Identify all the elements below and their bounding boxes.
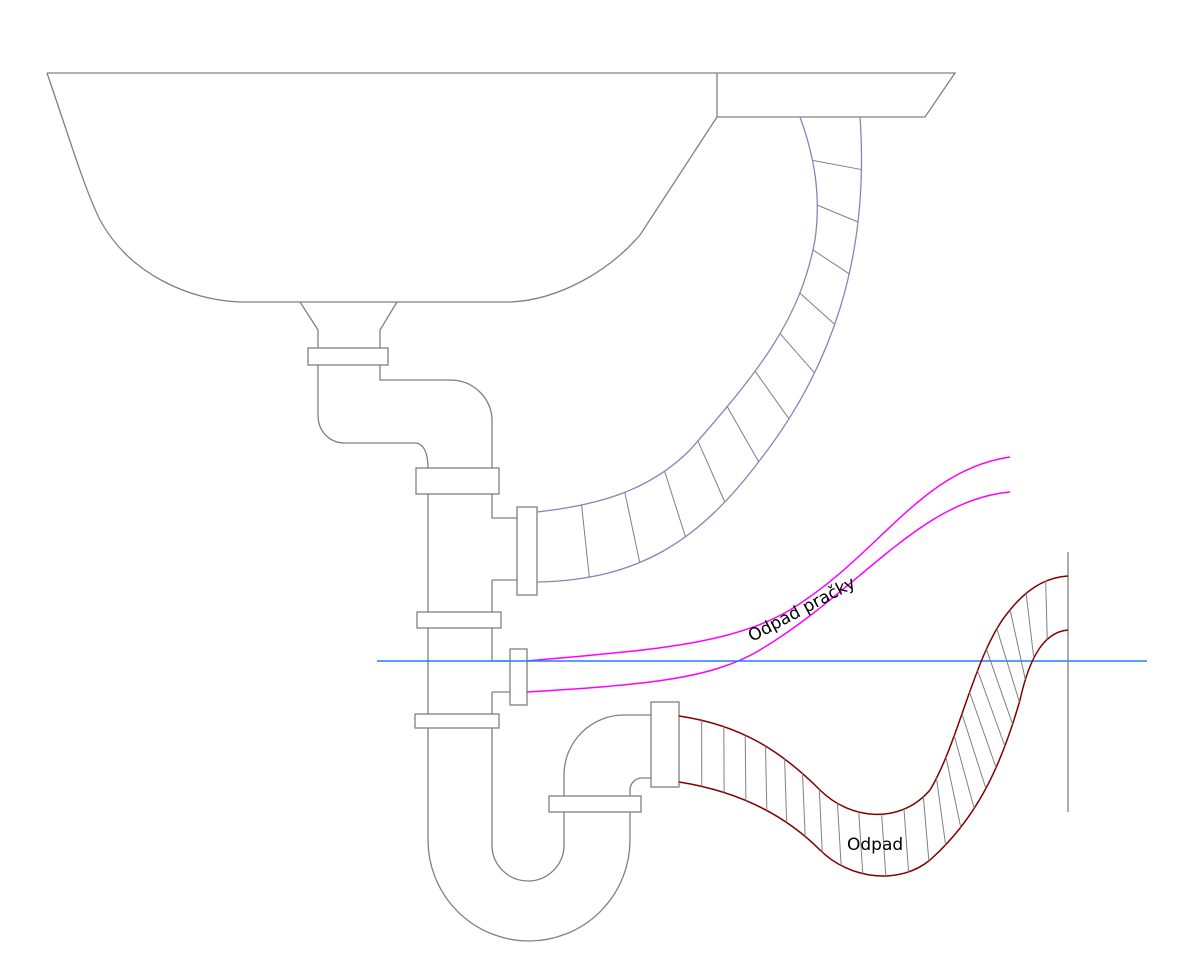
hose-rib bbox=[953, 735, 975, 809]
hose-rib bbox=[858, 812, 864, 874]
drain-hose: Odpad bbox=[678, 575, 1069, 877]
hose-rib bbox=[969, 691, 997, 768]
hose-rib bbox=[744, 735, 747, 801]
hose-rib bbox=[922, 796, 930, 861]
hose-rib bbox=[818, 789, 823, 853]
hose-rib bbox=[961, 713, 987, 789]
hose-rib bbox=[812, 249, 850, 275]
hose-rib bbox=[1009, 609, 1026, 680]
hose-rib bbox=[836, 803, 842, 866]
drain-nut bbox=[307, 347, 389, 366]
hose-rib bbox=[903, 809, 910, 872]
hose-rib bbox=[581, 504, 590, 578]
hose-rib bbox=[1025, 593, 1035, 659]
hose-rib bbox=[697, 440, 726, 503]
hose-rib bbox=[935, 778, 947, 845]
pipe-nut bbox=[416, 611, 502, 629]
hose-rib bbox=[664, 471, 686, 537]
hose-rib bbox=[765, 746, 768, 811]
drain-label: Odpad bbox=[847, 835, 903, 855]
pipe-nut bbox=[414, 713, 500, 729]
sink-hose-connector bbox=[516, 506, 538, 596]
hose-rib bbox=[754, 370, 790, 420]
hose-rib bbox=[881, 814, 887, 876]
hose-rib bbox=[996, 628, 1020, 703]
hose-rib bbox=[624, 492, 641, 563]
pipe-nut bbox=[415, 467, 500, 495]
hose-rib bbox=[779, 333, 815, 374]
drain-hose-connector bbox=[650, 701, 680, 788]
hose-rib bbox=[817, 204, 859, 223]
hose-rib bbox=[985, 649, 1014, 725]
sink-drain-pipe bbox=[299, 301, 680, 942]
hose-rib bbox=[1045, 581, 1048, 640]
hose-rib bbox=[726, 406, 760, 463]
hose-rib bbox=[802, 773, 806, 837]
washer-drain-label: Odpad pračky bbox=[745, 573, 859, 646]
washer-hose-connector bbox=[509, 648, 528, 706]
trap-nut bbox=[548, 795, 642, 813]
sink-overflow-hose bbox=[536, 116, 863, 583]
hose-rib bbox=[945, 757, 962, 828]
sink bbox=[46, 72, 957, 303]
hose-rib bbox=[784, 758, 788, 823]
hose-rib bbox=[799, 292, 836, 325]
hose-rib bbox=[812, 159, 862, 171]
hose-rib bbox=[977, 670, 1006, 747]
